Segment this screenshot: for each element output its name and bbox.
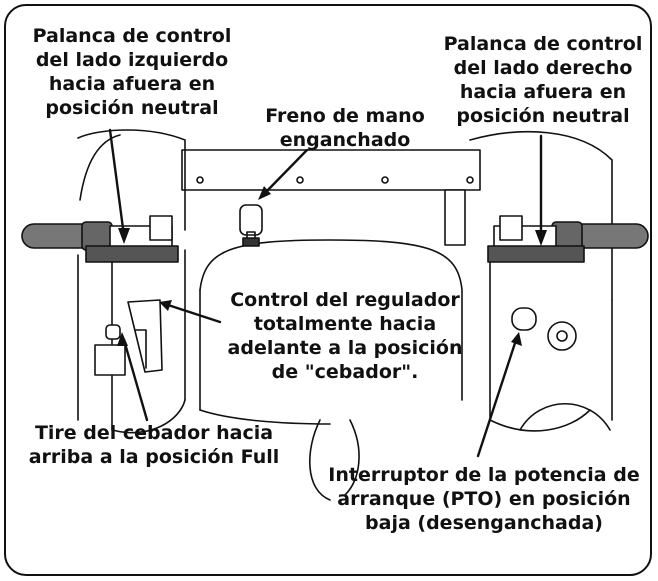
label-line: Control del regulador [230,289,460,311]
pto-switch [511,307,537,331]
label-line: arriba a la posición Full [28,446,280,468]
ignition-key [547,321,577,351]
label-line: baja (desenganchada) [365,512,603,534]
label-throttle: Control del regulador totalmente hacia a… [212,288,478,384]
label-right-lever: Palanca de control del lado derecho haci… [436,32,650,128]
seat-outline [199,239,463,401]
label-left-lever: Palanca de control del lado izquierdo ha… [22,24,242,120]
label-line: hacia afuera en [459,81,627,103]
label-line: Tire del cebador hacia [34,422,274,444]
left-console [111,259,186,434]
throttle-lever [127,299,163,373]
leader-lines [108,128,543,458]
right-fender-top [469,130,613,301]
label-parking-brake: Freno de mano enganchado [255,104,435,152]
parking-brake-handle [239,204,263,236]
label-line: posición neutral [45,97,219,119]
label-line: posición neutral [456,105,630,127]
label-line: del lado izquierdo [35,49,229,71]
label-line: de "cebador". [271,361,419,383]
label-pto: Interruptor de la potencia de arranque (… [320,463,648,535]
diagram-frame [4,4,652,576]
left-fender-top [77,129,186,231]
throttle-lever-right [444,189,466,246]
cross-bar [181,149,481,191]
label-line: totalmente hacia [253,313,437,335]
label-line: enganchado [279,129,411,151]
label-line: Palanca de control [32,25,232,47]
label-line: arranque (PTO) en posición [337,488,631,510]
choke-knob [105,324,121,340]
label-line: Freno de mano [265,105,425,127]
label-line: Palanca de control [443,33,643,55]
label-line: hacia afuera en [48,73,216,95]
label-line: Interruptor de la potencia de [328,464,640,486]
label-choke: Tire del cebador hacia arriba a la posic… [16,421,292,469]
label-line: adelante a la posición [227,337,463,359]
label-line: del lado derecho [453,57,633,79]
right-console [489,249,591,432]
arrow-heads [117,186,547,346]
